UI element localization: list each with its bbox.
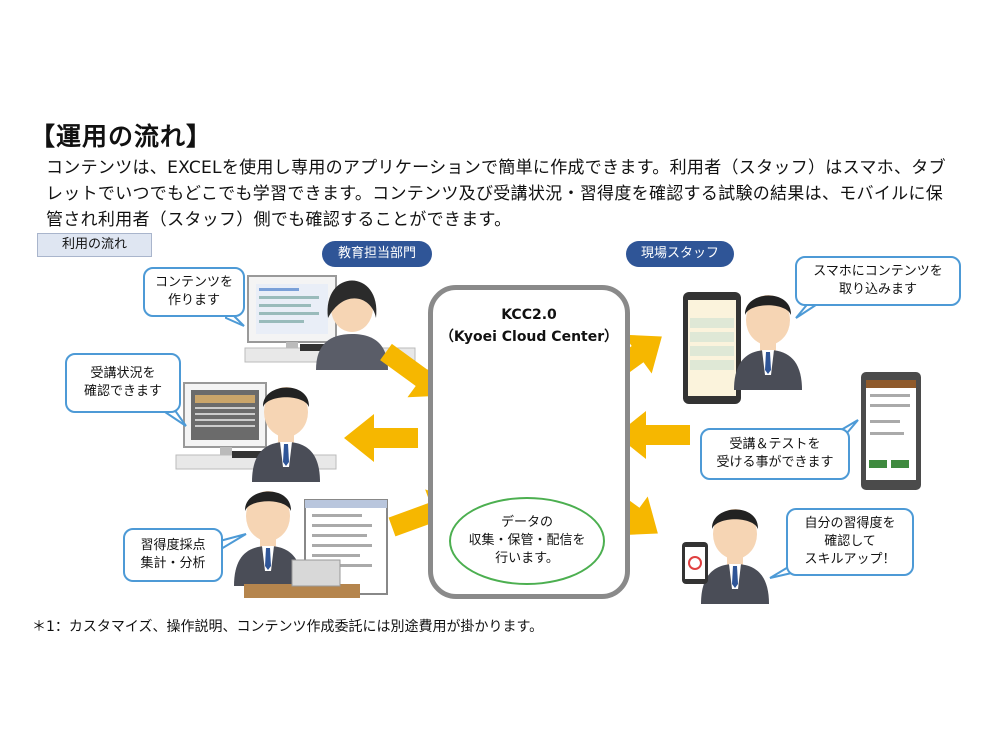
field-staff-man-1: [734, 295, 802, 390]
bubble-create-content: コンテンツを 作ります: [143, 267, 245, 317]
bubble-skill-line-2: 確認して: [824, 534, 876, 549]
kcc-subtitle: （Kyoei Cloud Center）: [439, 329, 619, 345]
field-staff-man-2: [701, 509, 769, 604]
bubble-status-line-2: 確認できます: [83, 384, 162, 399]
bubble-take-test: 受講＆テストを 受ける事ができます: [700, 428, 850, 480]
data-note-line-3: 行います。: [495, 551, 559, 566]
flow-label: 利用の流れ: [37, 233, 152, 257]
smartphone-screen-1: [683, 292, 741, 404]
data-note-line-1: データの: [500, 515, 553, 530]
field-staff-label: 現場スタッフ: [626, 241, 734, 267]
bubble-score-line-1: 習得度採点: [140, 538, 206, 553]
smartphone-screen-2: [861, 372, 921, 490]
bubble-import-line-2: 取り込みます: [838, 282, 917, 297]
bubble-skill-line-1: 自分の習得度を: [804, 516, 896, 531]
bubble-skill-up: 自分の習得度を 確認して スキルアップ！: [786, 508, 914, 576]
intro-line-3: 管され利用者（スタッフ）側でも確認することができます。: [46, 210, 512, 230]
data-note-line-2: 収集・保管・配信を: [468, 533, 586, 548]
bubble-test-line-2: 受ける事ができます: [716, 455, 834, 470]
bubble-test-line-1: 受講＆テストを: [729, 437, 821, 452]
bubble-import-line-1: スマホにコンテンツを: [813, 264, 943, 279]
education-dept-label: 教育担当部門: [322, 241, 432, 267]
bubble-create-line-2: 作ります: [167, 293, 220, 308]
intro-line-1: コンテンツは、EXCELを使用し専用のアプリケーションで簡単に作成できます。利用…: [46, 158, 946, 178]
bubble-import-content: スマホにコンテンツを 取り込みます: [795, 256, 961, 306]
intro-line-2: レットでいつでもどこでも学習できます。コンテンツ及び受講状況・習得度を確認する試…: [46, 184, 944, 204]
data-note-ellipse: データの 収集・保管・配信を 行います。: [449, 497, 605, 585]
bubble-score-line-2: 集計・分析: [140, 556, 206, 571]
bubble-create-line-1: コンテンツを: [154, 275, 233, 290]
bubble-check-status: 受講状況を 確認できます: [65, 353, 181, 413]
bubble-score-analysis: 習得度採点 集計・分析: [123, 528, 223, 582]
desk-laptop: [244, 559, 360, 598]
handheld-phone: [682, 542, 708, 584]
page-title: 【運用の流れ】: [30, 122, 213, 151]
staff-woman-illustration: [316, 280, 388, 370]
bubble-skill-line-3: スキルアップ！: [804, 552, 896, 567]
bubble-status-line-1: 受講状況を: [90, 366, 156, 381]
footnote: ＊1：カスタマイズ、操作説明、コンテンツ作成委託には別途費用が掛かります。: [32, 619, 544, 635]
arrow-from-cloud-status: [344, 414, 418, 462]
kcc-name: KCC2.0: [501, 307, 557, 323]
